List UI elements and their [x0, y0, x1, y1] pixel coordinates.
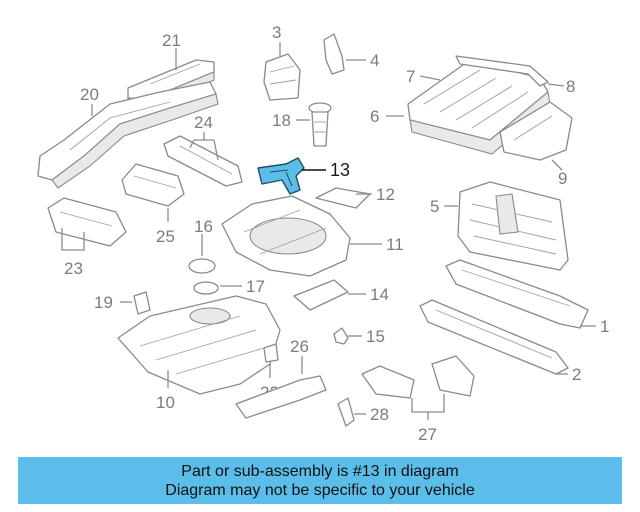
- part-4-shape: [323, 33, 345, 75]
- callout-5: 5: [430, 197, 439, 216]
- callout-11: 11: [386, 235, 404, 254]
- callout-2: 2: [572, 365, 581, 384]
- part-25-shape: [121, 163, 185, 207]
- leader-27: [411, 394, 445, 420]
- callout-21: 21: [162, 31, 181, 50]
- callout-9: 9: [558, 169, 567, 188]
- info-banner: Part or sub-assembly is #13 in diagram D…: [18, 457, 622, 504]
- callout-28: 28: [370, 405, 389, 424]
- callout-10: 10: [156, 393, 175, 412]
- leader-23: [61, 228, 85, 251]
- part-20-shape: [37, 81, 219, 189]
- callout-7: 7: [406, 67, 415, 86]
- callout-17: 17: [246, 277, 265, 296]
- part-13-highlighted: [257, 157, 305, 195]
- part-22-shape: [263, 343, 279, 363]
- callout-18: 18: [272, 111, 291, 130]
- callout-20: 20: [80, 85, 99, 104]
- callout-14: 14: [370, 285, 389, 304]
- callout-4: 4: [370, 51, 379, 70]
- callout-8: 8: [566, 77, 575, 96]
- part-14-shape: [293, 279, 349, 311]
- leader-9: [551, 159, 563, 171]
- callout-25: 25: [156, 227, 175, 246]
- part-5-shape: [457, 181, 569, 271]
- part-9-shape: [499, 101, 573, 161]
- part-12-shape: [315, 187, 371, 209]
- callout-1: 1: [600, 317, 609, 336]
- part-19-shape: [133, 291, 151, 315]
- callout-13: 13: [330, 160, 350, 180]
- part-3-shape: [263, 53, 301, 101]
- callout-27: 27: [418, 425, 437, 444]
- part-24-shape: [163, 135, 243, 187]
- callout-23: 23: [64, 259, 83, 278]
- part-27-shape: [361, 355, 475, 399]
- part-26-shape: [235, 375, 327, 419]
- callout-6: 6: [370, 107, 379, 126]
- part-16-shape: [188, 258, 216, 274]
- part-10-shape: [117, 295, 281, 395]
- part-15-shape: [333, 327, 349, 345]
- callout-24: 24: [194, 113, 213, 132]
- leader-7: [419, 75, 441, 81]
- part-2-shape: [419, 299, 569, 375]
- part-6-7-8-shape: [407, 55, 551, 155]
- part-11-shape: [221, 195, 351, 277]
- banner-line-1: Part or sub-assembly is #13 in diagram: [181, 462, 459, 480]
- callout-26: 26: [290, 337, 309, 356]
- callout-3: 3: [272, 23, 281, 42]
- part-23-shape: [47, 197, 127, 247]
- leader-8: [547, 83, 565, 87]
- callout-12: 12: [376, 185, 395, 204]
- callout-19: 19: [94, 293, 113, 312]
- part-1-shape: [445, 259, 589, 329]
- banner-line-2: Diagram may not be specific to your vehi…: [165, 481, 475, 499]
- part-28-shape: [337, 397, 355, 427]
- callout-16: 16: [194, 217, 213, 236]
- callout-15: 15: [366, 327, 385, 346]
- part-17-shape: [193, 281, 219, 295]
- part-18-shape: [308, 102, 332, 147]
- leader-24: [189, 132, 219, 161]
- parts-diagram: 21 20 3 4 18 7 8 6 9: [37, 23, 609, 444]
